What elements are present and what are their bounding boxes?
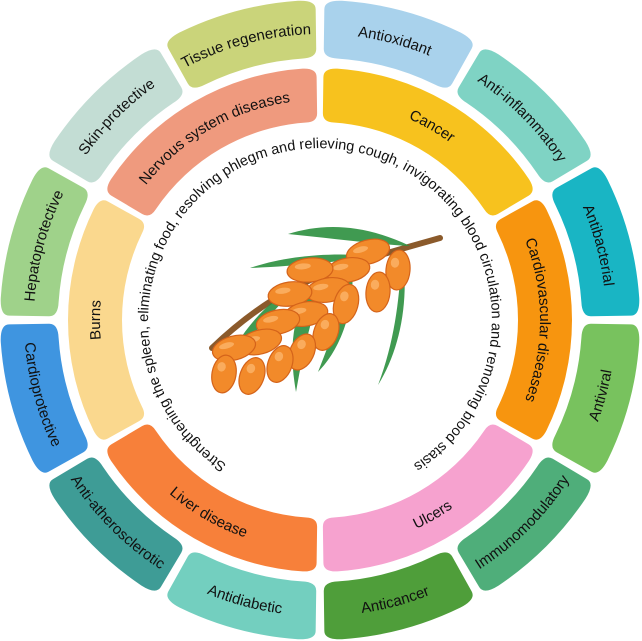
- berry: [286, 257, 334, 283]
- berry-highlight: [294, 263, 311, 270]
- inner-segment-cardiovascular-diseases: [495, 200, 572, 440]
- outer-segment-skin-protective: [49, 49, 183, 183]
- inner-segment-nervous-system-diseases: [107, 68, 318, 216]
- berry: [267, 281, 313, 307]
- berry-highlight: [219, 342, 235, 350]
- berry-highlight: [370, 279, 380, 290]
- berry: [332, 283, 360, 325]
- berry-highlight: [390, 257, 400, 268]
- berry-highlight: [275, 287, 291, 294]
- berry: [365, 271, 391, 313]
- outer-segment-anti-atherosclerotic: [49, 457, 183, 591]
- outer-segment-anticancer: [323, 552, 473, 640]
- berry-highlight: [340, 291, 349, 302]
- leaf: [288, 226, 410, 246]
- berry: [287, 333, 317, 371]
- outer-segment-immunomodulatory: [457, 457, 591, 591]
- outer-segment-hepatoprotective: [0, 167, 88, 317]
- berry-highlight: [320, 319, 330, 330]
- outer-segment-anti-inflammatory: [457, 49, 591, 183]
- berry-highlight: [274, 351, 284, 362]
- outer-segment-antioxidant: [323, 0, 473, 88]
- berry-highlight: [353, 246, 369, 254]
- berry: [238, 357, 266, 395]
- berry: [266, 345, 294, 383]
- inner-segment-ulcers: [322, 424, 533, 572]
- outer-segment-antiviral: [552, 323, 640, 473]
- berry-highlight: [217, 362, 226, 372]
- berry-highlight: [246, 363, 256, 374]
- outer-segment-tissue-regeneration: [167, 0, 317, 88]
- berry-highlight: [333, 263, 349, 271]
- inner-label-burns: Burns: [87, 299, 105, 340]
- berry: [211, 354, 237, 394]
- inner-segment-liver-disease: [107, 424, 318, 572]
- berry: [312, 313, 340, 351]
- inner-segment-cancer: [322, 68, 533, 216]
- berry-highlight: [313, 283, 329, 291]
- inner-segment-burns: [67, 200, 145, 440]
- berry-highlight: [263, 315, 279, 323]
- outer-segment-cardioprotective: [0, 323, 88, 473]
- berry-highlight: [297, 339, 306, 350]
- sea-buckthorn-branch-illustration: [209, 226, 443, 395]
- outer-segment-antidiabetic: [167, 552, 317, 640]
- berry: [211, 334, 257, 362]
- outer-segment-antibacterial: [552, 167, 640, 317]
